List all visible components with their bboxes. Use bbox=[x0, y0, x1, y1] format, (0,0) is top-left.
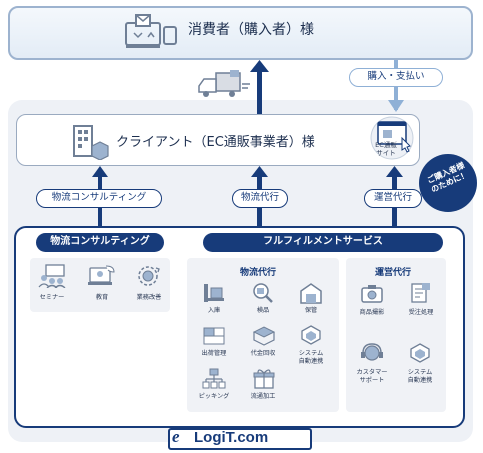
payment-collection-icon bbox=[252, 326, 276, 346]
storage-icon bbox=[300, 283, 322, 304]
logit-logo bbox=[168, 428, 312, 450]
arrow-up-head bbox=[250, 60, 269, 72]
purchase-arrow-head bbox=[388, 100, 404, 112]
receiving-icon bbox=[204, 284, 224, 302]
delivery-truck-icon bbox=[198, 70, 250, 97]
consumer-box bbox=[8, 6, 473, 60]
connector-label-operation: 運営代行 bbox=[364, 189, 422, 208]
camera-icon bbox=[361, 285, 383, 303]
logistics-item: システム 自動連携 bbox=[298, 350, 324, 365]
operation-item: 受注処理 bbox=[408, 309, 434, 316]
inspection-icon bbox=[253, 283, 273, 303]
consumer-title: 消費者（購入者）様 bbox=[188, 22, 314, 38]
customer-support-icon bbox=[361, 343, 383, 361]
logistics-item: 代金回収 bbox=[250, 350, 276, 357]
education-icon bbox=[88, 265, 115, 285]
computer-shopping-icon bbox=[125, 14, 177, 48]
consulting-item: 教育 bbox=[95, 294, 109, 301]
operation-item: カスタマー サポート bbox=[356, 369, 388, 384]
consulting-item: 業務改善 bbox=[136, 294, 162, 301]
consulting-item: セミナー bbox=[39, 294, 65, 301]
purchase-label: 購入・支払い bbox=[349, 68, 443, 87]
seminar-icon bbox=[38, 264, 66, 288]
consulting-header: 物流コンサルティング bbox=[36, 233, 164, 252]
gift-processing-icon bbox=[253, 369, 275, 389]
client-title: クライアント（EC通販事業者）様 bbox=[116, 135, 315, 150]
operation-title: 運営代行 bbox=[375, 268, 412, 278]
connector-label-consulting: 物流コンサルティング bbox=[36, 189, 162, 208]
system-integration-icon bbox=[410, 343, 430, 363]
logistics-item: 流通加工 bbox=[250, 393, 276, 400]
fulfillment-header: フルフィルメントサービス bbox=[203, 233, 443, 252]
arrow-up-shaft bbox=[257, 68, 262, 114]
system-integration-icon bbox=[301, 325, 321, 345]
client-box bbox=[16, 114, 420, 166]
ec-site-label: EC通販 サイト bbox=[375, 141, 397, 157]
shipping-management-icon bbox=[203, 327, 225, 345]
operation-item: システム 自動連携 bbox=[407, 369, 433, 384]
improvement-icon bbox=[138, 266, 160, 286]
logistics-item: 検品 bbox=[256, 307, 270, 314]
logistics-item: 保管 bbox=[304, 307, 318, 314]
picking-icon bbox=[202, 368, 226, 389]
logistics-title: 物流代行 bbox=[240, 268, 277, 278]
logistics-item: 入庫 bbox=[207, 307, 221, 314]
buyer-badge bbox=[419, 154, 477, 212]
order-processing-icon bbox=[411, 283, 430, 303]
connector-label-logistics: 物流代行 bbox=[232, 189, 288, 208]
logistics-item: 出荷管理 bbox=[201, 350, 227, 357]
arrow-head bbox=[92, 166, 108, 177]
logo-mark: e bbox=[172, 427, 180, 446]
logistics-item: ピッキング bbox=[198, 393, 230, 400]
ec-site-icon bbox=[370, 116, 414, 160]
logo-text: LogiT.com bbox=[194, 429, 269, 446]
arrow-head bbox=[251, 166, 268, 177]
building-icon bbox=[73, 125, 109, 160]
arrow-head bbox=[386, 166, 403, 177]
operation-item: 商品撮影 bbox=[359, 309, 385, 316]
